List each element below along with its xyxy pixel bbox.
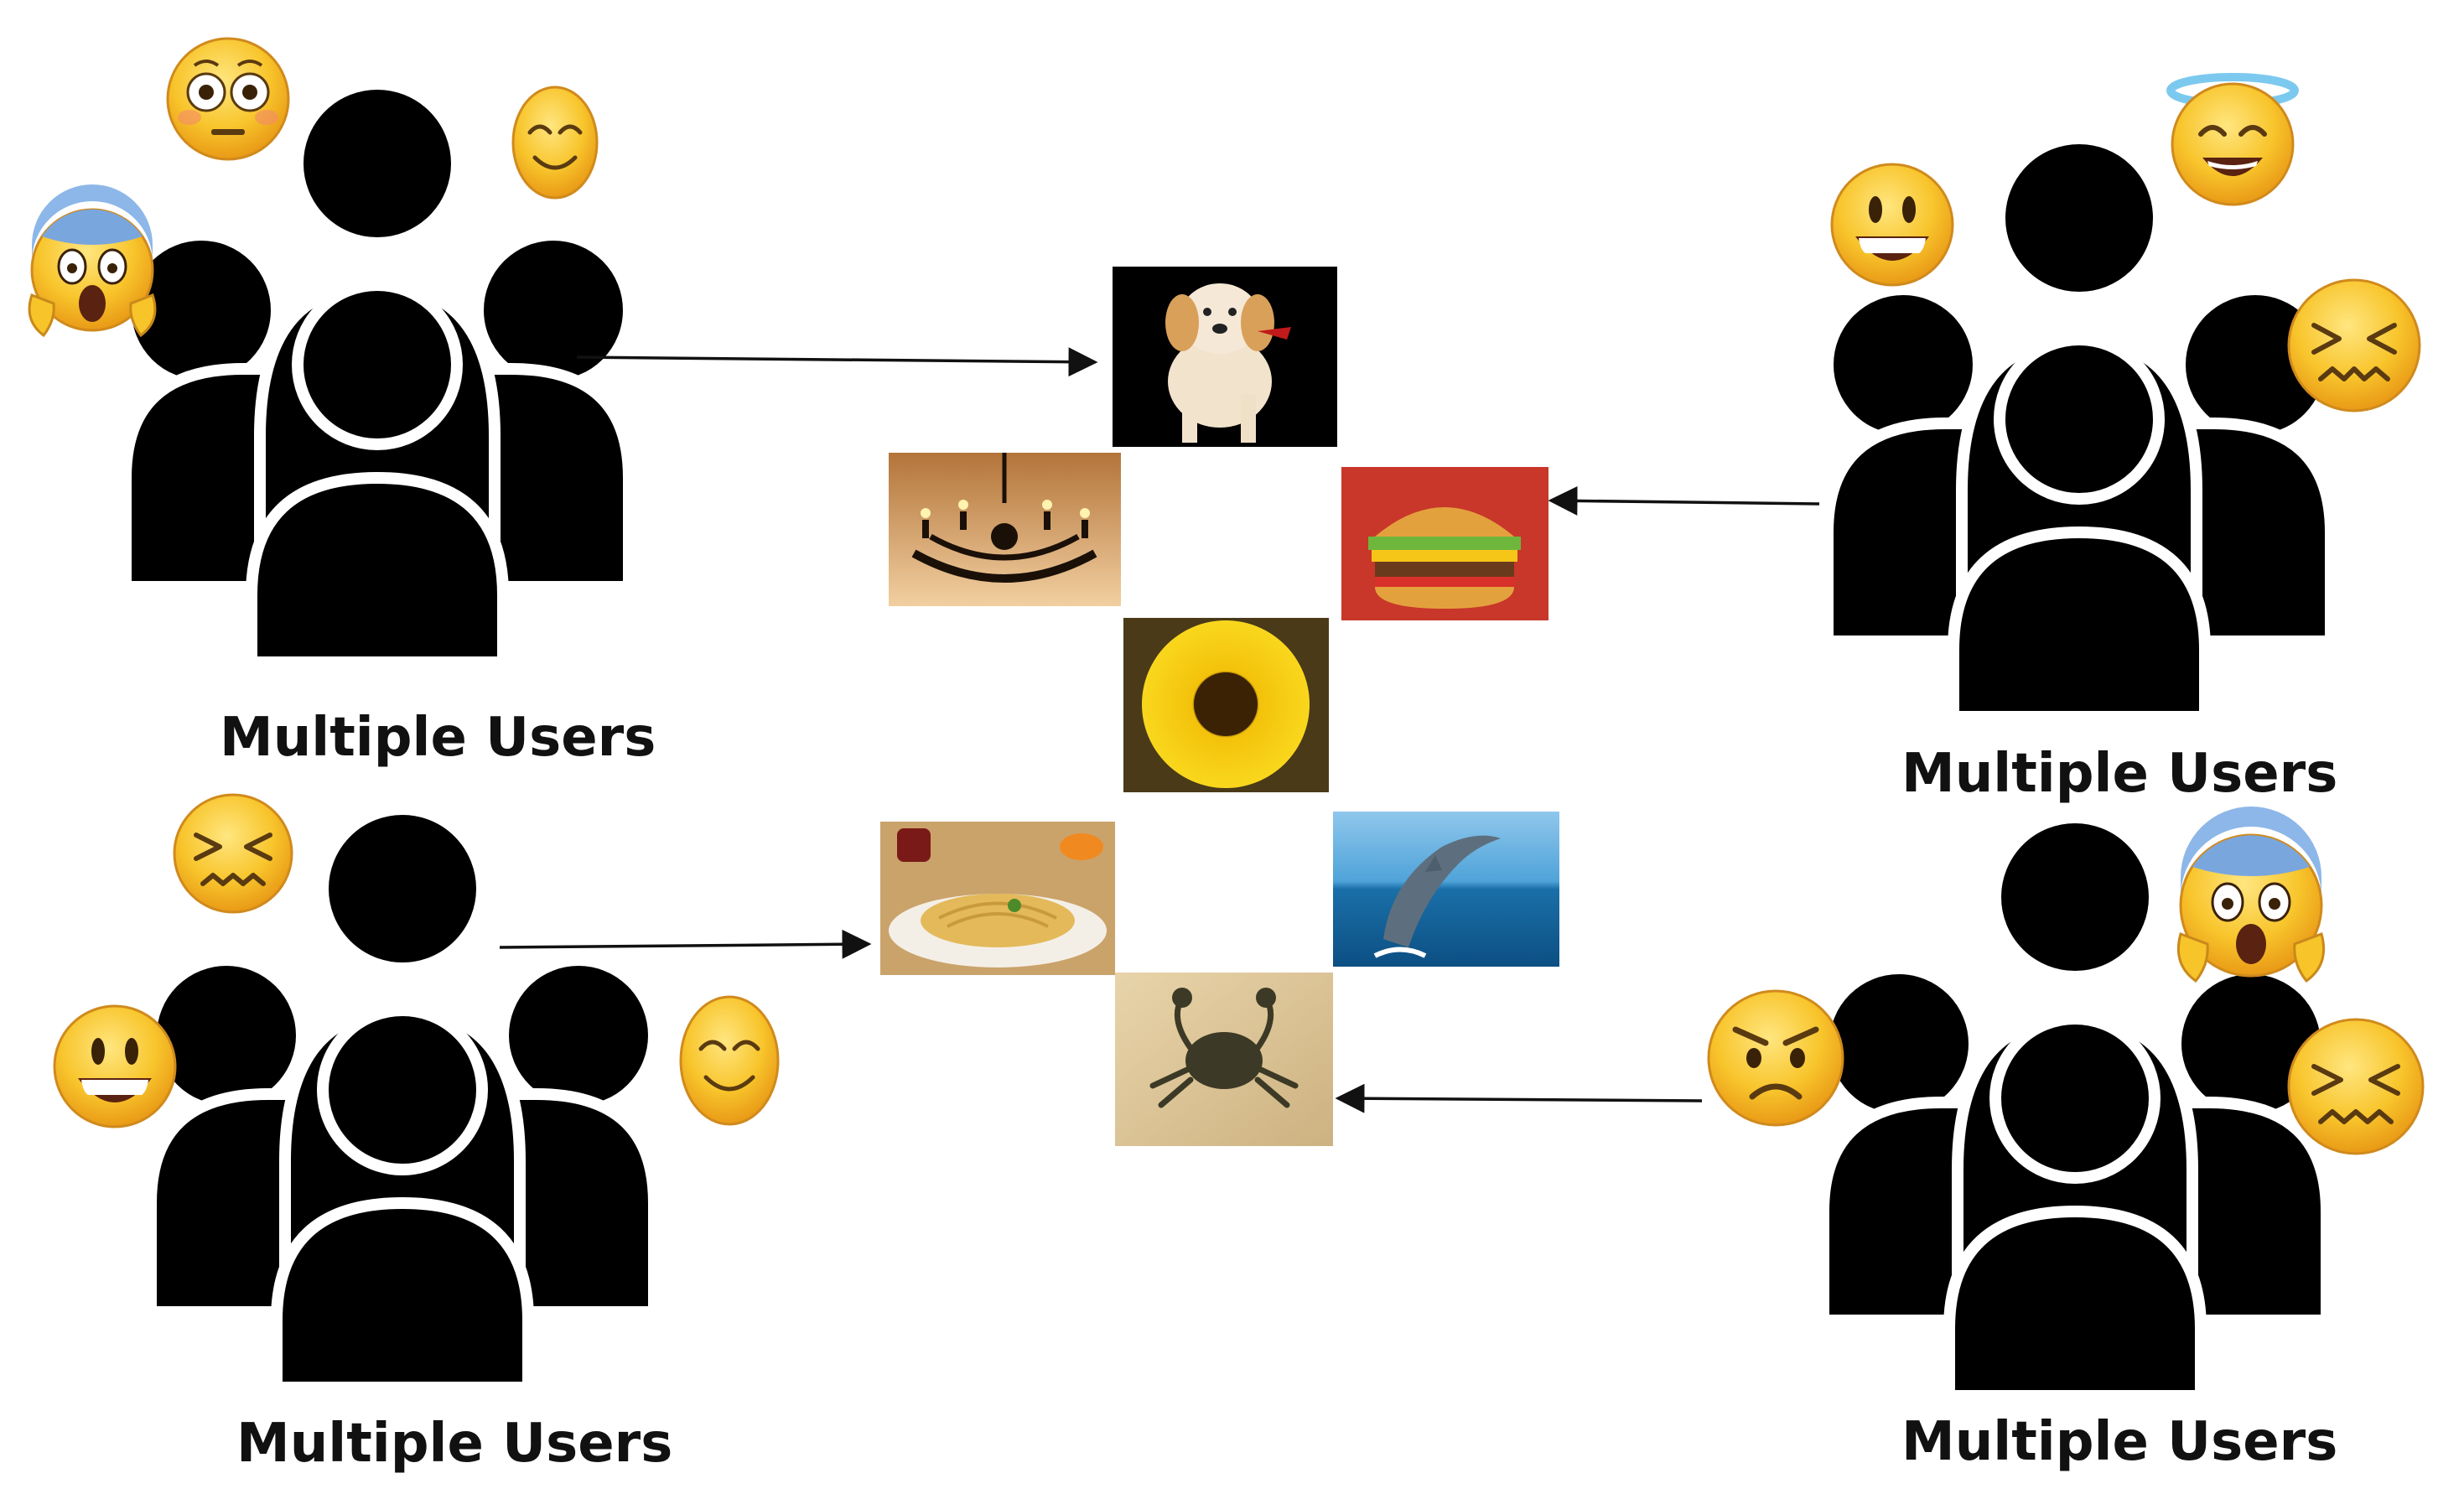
group-label-bottom-left: Multiple Users xyxy=(236,1413,673,1475)
chandelier-photo xyxy=(889,453,1121,606)
arrow-top-right-to-burger xyxy=(1548,485,1820,516)
flushed-face-icon xyxy=(166,37,290,161)
dog-photo xyxy=(1113,267,1337,447)
crab-photo xyxy=(1115,973,1333,1146)
arrow-bottom-right-to-crab xyxy=(1335,1083,1703,1113)
dolphin-photo xyxy=(1333,812,1559,967)
group-label-top-right: Multiple Users xyxy=(1901,743,2338,805)
grinning-face-icon xyxy=(53,1004,177,1128)
smiling-face-icon xyxy=(679,995,780,1126)
arrow-top-left-to-dog xyxy=(576,347,1098,377)
screaming-face-icon xyxy=(2176,807,2326,983)
smiling-face-icon xyxy=(511,86,599,200)
confounded-face-icon xyxy=(2287,1018,2425,1155)
angry-face-icon xyxy=(1707,989,1844,1127)
confounded-face-icon xyxy=(2287,278,2421,412)
pasta-photo xyxy=(880,822,1115,975)
sunflower-photo xyxy=(1123,618,1329,792)
smiling-face-with-halo-icon xyxy=(2166,73,2299,206)
burger-photo xyxy=(1341,467,1548,620)
confounded-face-icon xyxy=(173,793,293,914)
arrow-bottom-left-to-pasta xyxy=(499,929,872,959)
group-label-top-left: Multiple Users xyxy=(220,707,656,769)
screaming-face-icon xyxy=(28,184,157,338)
group-label-bottom-right: Multiple Users xyxy=(1901,1411,2338,1473)
grinning-face-icon xyxy=(1830,163,1954,287)
